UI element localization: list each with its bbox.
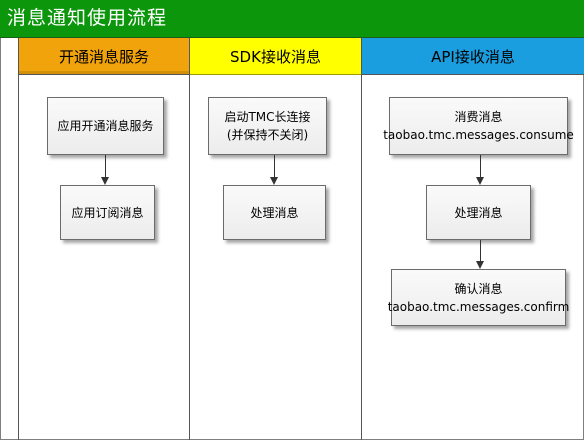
step-label-line2: taobao.tmc.messages.confirm xyxy=(387,299,570,314)
step-label-line1: 启动TMC长连接 xyxy=(224,110,311,124)
diagram-title: 消息通知使用流程 xyxy=(7,7,168,29)
arrow-head xyxy=(476,261,484,269)
arrow-connector xyxy=(480,155,481,178)
lane-api-receive: API接收消息 xyxy=(361,38,584,440)
step-label: 应用订阅消息 xyxy=(71,205,144,220)
step-consume-message: 消费消息 taobao.tmc.messages.consume xyxy=(383,97,574,155)
lane-header-sdk-receive: SDK接收消息 xyxy=(190,38,361,75)
step-label-line2: taobao.tmc.messages.consume xyxy=(383,128,574,142)
step-label-line1: 消费消息 xyxy=(454,110,503,124)
title-bar: 消息通知使用流程 xyxy=(0,0,584,38)
step-confirm-message: 确认消息 taobao.tmc.messages.confirm xyxy=(388,269,569,326)
step-label: 处理消息 xyxy=(454,205,503,220)
arrow-connector xyxy=(105,155,106,178)
step-label: 应用开通消息服务 xyxy=(57,119,154,133)
arrow-head xyxy=(270,177,278,185)
lane-header-api-receive: API接收消息 xyxy=(362,38,584,75)
arrow-head xyxy=(476,177,484,185)
step-label: 处理消息 xyxy=(250,205,299,220)
step-process-message-sdk: 处理消息 xyxy=(223,185,326,240)
arrow-connector xyxy=(274,155,275,178)
step-start-tmc-connection: 启动TMC长连接 (并保持不关闭) xyxy=(208,97,327,155)
step-process-message-api: 处理消息 xyxy=(426,185,531,240)
step-subscribe-message: 应用订阅消息 xyxy=(60,185,155,240)
arrow-head xyxy=(101,177,109,185)
step-enable-message-service: 应用开通消息服务 xyxy=(47,97,164,155)
step-label-line1: 确认消息 xyxy=(454,281,503,296)
lane-open-service: 开通消息服务 xyxy=(18,38,189,440)
lane-sdk-receive: SDK接收消息 xyxy=(189,38,361,440)
arrow-connector xyxy=(480,240,481,262)
step-label-line2: (并保持不关闭) xyxy=(226,128,309,142)
lane-header-open-service: 开通消息服务 xyxy=(19,38,189,75)
